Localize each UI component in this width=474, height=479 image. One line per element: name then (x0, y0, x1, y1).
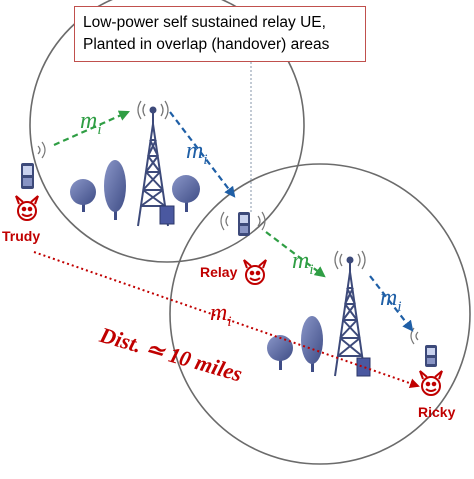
arrow-trudy-to-tower (53, 110, 131, 147)
cell-left (29, 0, 305, 263)
trees-right (267, 316, 371, 377)
signal-waves-ricky (410, 327, 419, 345)
label-trudy: Trudy (2, 228, 41, 244)
signal-waves-relay (220, 211, 266, 231)
callout-line-1: Low-power self sustained relay UE, (83, 14, 326, 31)
signal-waves-right-tower (334, 250, 366, 270)
cell-tower-left (137, 106, 169, 227)
devil-icon-relay (243, 259, 267, 285)
cell-right (169, 163, 471, 465)
arrow-tower-to-ricky (369, 275, 414, 332)
relay-callout-box: Low-power self sustained relay UE, Plant… (74, 6, 366, 62)
phone-ricky (425, 345, 437, 367)
message-label-1: mi (80, 108, 102, 138)
message-label-2: mi (186, 138, 208, 168)
message-label-3: mi (292, 248, 314, 278)
label-ricky: Ricky (418, 404, 456, 420)
trees-left (70, 160, 200, 225)
devil-icon-ricky (419, 370, 443, 396)
message-label-4: mi (380, 285, 402, 315)
callout-line-2: Planted in overlap (handover) areas (83, 36, 330, 53)
cell-tower-right (334, 256, 366, 377)
label-relay: Relay (200, 264, 238, 280)
devil-icon-trudy (15, 195, 39, 221)
signal-waves-trudy (37, 141, 46, 159)
phone-trudy (21, 163, 34, 189)
message-label-distance: mi (210, 300, 232, 330)
arrow-tower-to-relay (169, 111, 236, 198)
signal-waves-left-tower (137, 100, 169, 120)
arrow-relay-to-tower (265, 231, 326, 278)
phone-relay (238, 212, 250, 236)
